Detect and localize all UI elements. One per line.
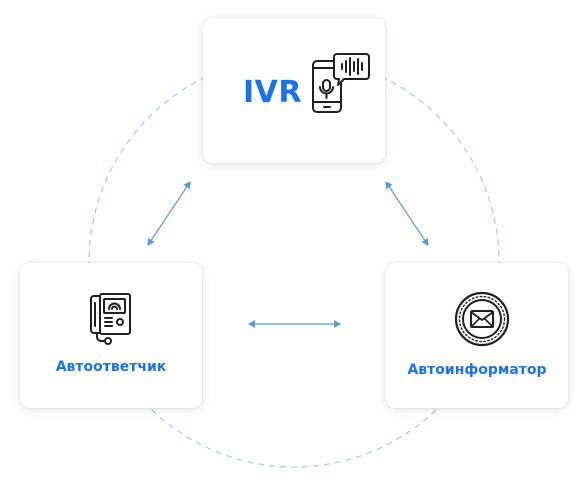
arrow-ivr-auto-informer xyxy=(385,181,429,246)
node-answering-machine: Автоответчик xyxy=(20,263,202,408)
envelope-badge-icon xyxy=(454,291,510,347)
node-auto-informer: Автоинформатор xyxy=(386,263,568,408)
node-answering-machine-label: Автоответчик xyxy=(55,359,167,375)
node-ivr-label: IVR xyxy=(243,75,302,110)
intercom-handset-icon xyxy=(90,293,131,345)
dashed-cycle-circle xyxy=(88,56,500,468)
phone-voice-icon xyxy=(312,53,370,113)
node-ivr: IVR xyxy=(203,18,385,163)
node-auto-informer-label: Автоинформатор xyxy=(407,362,547,378)
arrow-ivr-answering-machine xyxy=(147,181,191,246)
